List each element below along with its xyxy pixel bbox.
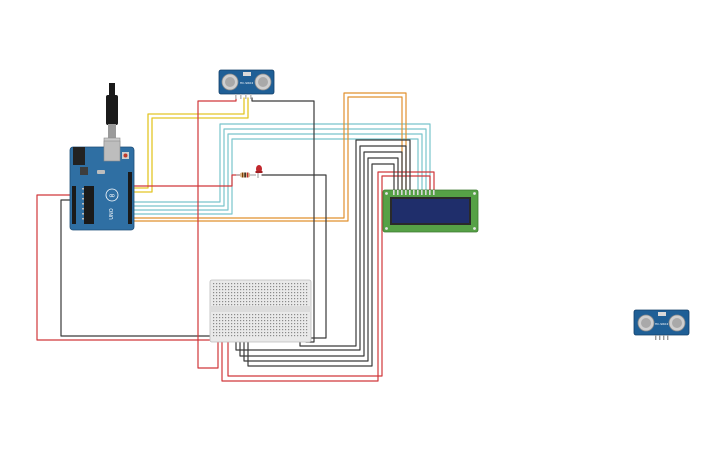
wire-red-lcd-1[interactable]: [221, 171, 435, 382]
wire-red-lcd-2[interactable]: [227, 175, 431, 377]
arduino-uno[interactable]: ∞ UNO: [69, 140, 135, 231]
wire-red-sensor-vcc[interactable]: [197, 97, 237, 369]
wire-orange-1[interactable]: [131, 92, 407, 219]
wire-orange-2[interactable]: [131, 96, 403, 222]
wire-yellow-2[interactable]: [131, 97, 249, 193]
sensor-top-label: HC-SR04: [240, 81, 253, 85]
wire-black-lcd-3[interactable]: [239, 151, 403, 357]
wire-yellow-1[interactable]: [131, 97, 245, 189]
wire-red-5v[interactable]: [36, 194, 215, 341]
wire-black-lcd-2[interactable]: [235, 145, 407, 351]
wire-cyan-1[interactable]: [131, 123, 431, 203]
wire-cyan-3[interactable]: [131, 133, 423, 211]
ultrasonic-sensor-top[interactable]: HC-SR04: [218, 69, 275, 99]
led[interactable]: [255, 165, 263, 178]
chip-pins: [82, 188, 84, 220]
wire-black-sensor-gnd[interactable]: [251, 97, 315, 343]
wire-cyan-2[interactable]: [131, 128, 427, 207]
sensor-right-label: HC-SR04: [655, 322, 668, 326]
wire-black-lcd-4[interactable]: [243, 157, 399, 362]
resistor[interactable]: [236, 172, 256, 178]
wire-black-lcd-1[interactable]: [299, 139, 411, 347]
wire-black-gnd[interactable]: [60, 199, 215, 337]
breadboard[interactable]: [209, 279, 312, 343]
lcd-16x2[interactable]: [382, 189, 479, 233]
wire-cyan-4[interactable]: [131, 138, 419, 215]
breadboard-holes: [213, 283, 308, 337]
wire-black-lcd-5[interactable]: [247, 163, 395, 367]
ultrasonic-sensor-right[interactable]: HC-SR04: [633, 309, 690, 340]
arduino-logo-icon: ∞: [109, 191, 116, 200]
wires: [36, 92, 435, 382]
arduino-board-label: UNO: [109, 208, 115, 219]
